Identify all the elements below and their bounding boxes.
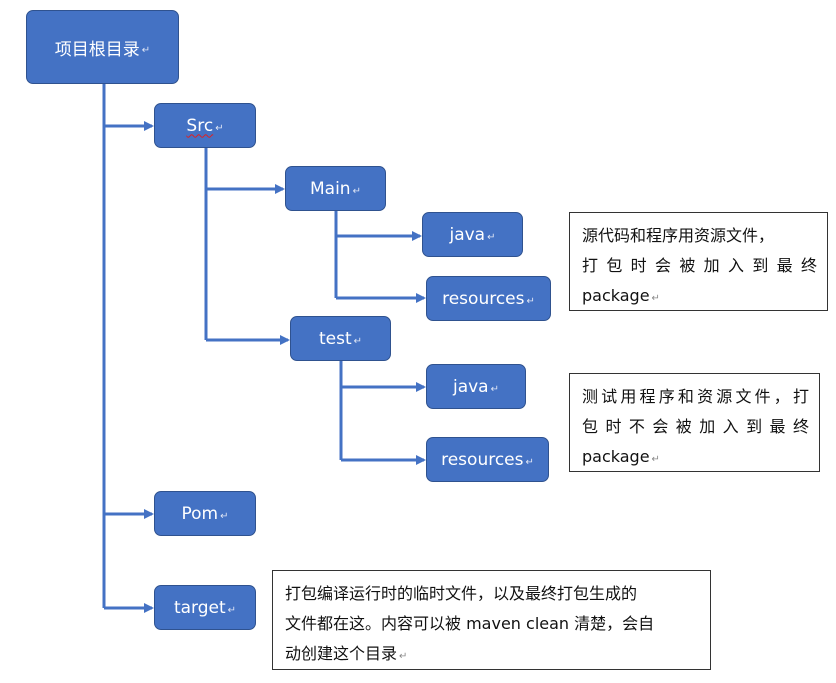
node-pom-label: Pom bbox=[181, 503, 219, 524]
node-test-label: test bbox=[318, 328, 352, 349]
node-main-resources: resources↵ bbox=[426, 276, 551, 321]
paragraph-mark-icon: ↵ bbox=[353, 336, 363, 347]
note-target-line-3: 动创建这个目录↵ bbox=[285, 639, 700, 672]
note-main-line-3-text: package bbox=[582, 286, 650, 305]
paragraph-mark-icon: ↵ bbox=[399, 651, 408, 662]
paragraph-mark-icon: ↵ bbox=[215, 123, 224, 134]
note-main-line-1: 源代码和程序用资源文件， bbox=[582, 226, 775, 245]
paragraph-mark-icon: ↵ bbox=[651, 293, 660, 304]
note-test-line-2: 包时不会被加入到最终 bbox=[582, 417, 809, 436]
paragraph-mark-icon: ↵ bbox=[141, 44, 151, 56]
note-target-line-3-text: 动创建这个目录 bbox=[285, 644, 398, 663]
note-target-line-1: 打包编译运行时的临时文件，以及最终打包生成的 bbox=[285, 584, 638, 603]
paragraph-mark-icon: ↵ bbox=[651, 454, 660, 465]
note-main-line-2: 打包时会被加入到最终 bbox=[582, 256, 817, 275]
node-pom: Pom↵ bbox=[154, 491, 256, 536]
note-test-line-1: 测试用程序和资源文件，打 bbox=[582, 387, 809, 406]
node-test: test↵ bbox=[290, 316, 391, 361]
node-test-java-label: java bbox=[452, 376, 489, 397]
node-test-java: java↵ bbox=[426, 364, 526, 409]
node-main-resources-label: resources bbox=[442, 288, 525, 309]
node-root-label: 项目根目录 bbox=[54, 39, 140, 60]
paragraph-mark-icon: ↵ bbox=[352, 186, 361, 197]
note-test-line-3: package↵ bbox=[582, 442, 809, 475]
node-src-label: Src bbox=[186, 115, 214, 136]
node-main-java: java↵ bbox=[422, 212, 523, 257]
note-test: 测试用程序和资源文件，打 包时不会被加入到最终 package↵ bbox=[569, 373, 820, 472]
node-root: 项目根目录↵ bbox=[26, 10, 179, 84]
note-target-line-2: 文件都在这。内容可以被 maven clean 清楚，会自 bbox=[285, 614, 655, 633]
paragraph-mark-icon: ↵ bbox=[227, 605, 237, 616]
node-test-resources: resources↵ bbox=[426, 437, 549, 482]
paragraph-mark-icon: ↵ bbox=[220, 511, 229, 522]
paragraph-mark-icon: ↵ bbox=[487, 232, 496, 243]
node-main: Main↵ bbox=[285, 166, 386, 211]
node-test-resources-label: resources bbox=[441, 449, 524, 470]
node-main-label: Main bbox=[310, 178, 351, 199]
paragraph-mark-icon: ↵ bbox=[490, 384, 499, 395]
node-target: target↵ bbox=[154, 585, 256, 630]
note-test-line-3-text: package bbox=[582, 447, 650, 466]
node-main-java-label: java bbox=[449, 224, 486, 245]
note-main-line-3: package↵ bbox=[582, 281, 817, 314]
note-main: 源代码和程序用资源文件， 打包时会被加入到最终 package↵ bbox=[569, 212, 828, 311]
paragraph-mark-icon: ↵ bbox=[526, 296, 535, 307]
node-target-label: target bbox=[173, 597, 226, 618]
paragraph-mark-icon: ↵ bbox=[525, 457, 534, 468]
node-src: Src↵ bbox=[154, 103, 256, 148]
note-target: 打包编译运行时的临时文件，以及最终打包生成的 文件都在这。内容可以被 maven… bbox=[272, 570, 711, 670]
